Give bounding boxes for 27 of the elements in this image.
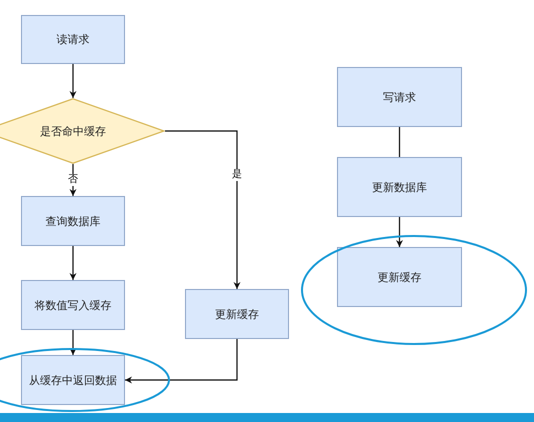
edge-label: 是 — [231, 169, 243, 182]
node-label: 更新缓存 — [378, 270, 422, 284]
decision-diamond — [0, 98, 165, 164]
node-label: 更新缓存 — [215, 306, 259, 322]
process-box — [21, 15, 125, 64]
node-label: 查询数据库 — [46, 214, 100, 228]
edge-label: 否 — [67, 174, 79, 186]
process-box — [337, 157, 462, 217]
node-label: 从缓存中返回数据 — [29, 372, 117, 388]
connector-line — [398, 127, 400, 157]
process-box — [21, 280, 125, 330]
node-label: 更新数据库 — [372, 180, 427, 194]
process-box — [21, 196, 125, 246]
arrow — [70, 246, 76, 280]
arrow — [165, 130, 240, 289]
process-box — [21, 355, 125, 405]
node-label: 将数值写入缓存 — [34, 298, 112, 312]
node-label: 读请求 — [56, 32, 90, 47]
arrow — [125, 339, 238, 384]
arrow — [70, 64, 76, 98]
node-label: 写请求 — [383, 90, 416, 104]
process-box — [337, 247, 462, 307]
arrow — [70, 330, 76, 355]
process-box — [337, 67, 462, 127]
arrow — [396, 217, 403, 247]
node-label: 是否命中缓存 — [40, 124, 106, 138]
process-box — [185, 289, 289, 339]
